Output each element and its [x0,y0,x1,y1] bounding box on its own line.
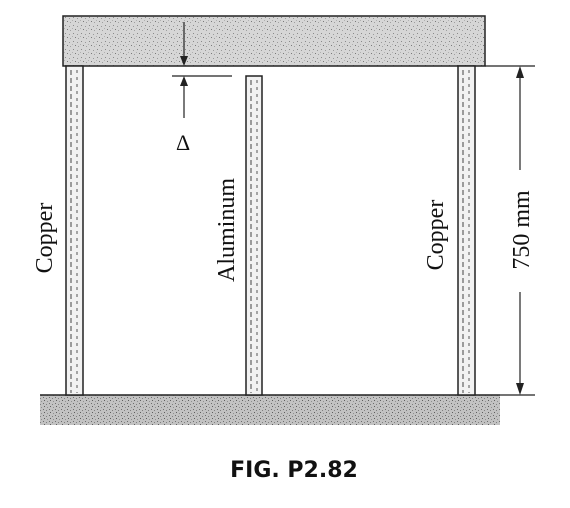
gap-label: Δ [176,130,190,155]
height-label: 750 mm [509,190,535,270]
copper-left-label: Copper [32,203,58,274]
height-dimension [485,65,535,396]
gap-dimension [172,22,232,118]
copper-rod-right [457,65,476,396]
rigid-top-block [62,15,486,67]
aluminum-label: Aluminum [214,178,240,282]
copper-right-label: Copper [423,200,449,271]
ground-base [40,395,500,425]
copper-rod-left [65,65,84,396]
figure-caption: FIG. P2.82 [230,458,358,483]
aluminum-rod [245,75,263,396]
